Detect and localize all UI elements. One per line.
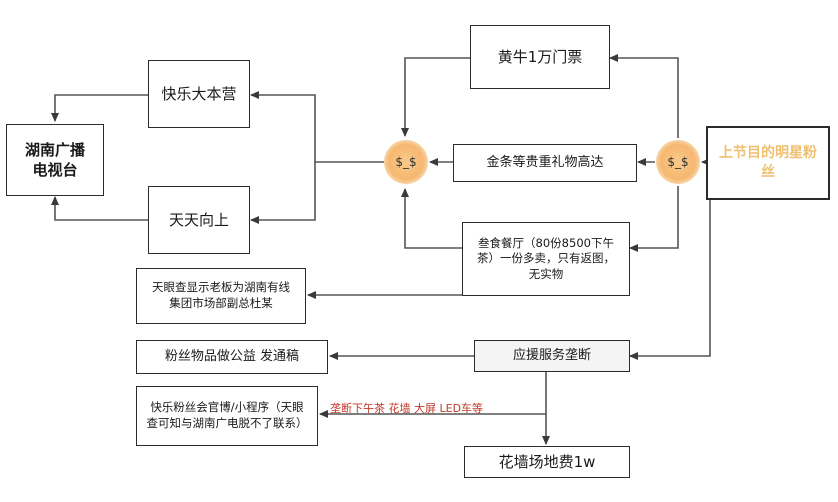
node-day-day-up: 天天向上 [148,186,250,254]
arrow-restaurant-to-coin [401,188,462,249]
node-happy-camp: 快乐大本营 [148,60,250,128]
arrow-scalper-to-coin [401,57,470,137]
arrow-coin-to-happy-camp [250,91,384,163]
node-hunan-tv: 湖南广播 电视台 [6,124,104,196]
coin-left: $_$ [384,140,428,184]
node-support-monopoly: 应援服务垄断 [474,340,630,372]
arrow-happy-camp-to-hunan [51,94,148,122]
arrow-dayup-to-hunan [51,196,148,221]
arrow-coin-to-restaurant [629,186,679,252]
node-gold-bar: 金条等贵重礼物高达 [453,144,637,182]
node-fan-charity: 粉丝物品做公益 发通稿 [136,340,328,374]
node-flower-wall-fee: 花墙场地费1w [464,446,630,478]
arrow-coin-to-dayup [250,162,316,224]
coin-right: $_$ [656,140,700,184]
node-restaurant: 叁食餐厅（80份8500下午茶）一份多卖，只有返图，无实物 [462,222,630,296]
arrow-fans-to-monopoly [629,200,711,360]
node-happy-fan-club: 快乐粉丝会官博/小程序（天眼查可知与湖南广电脱不了联系） [136,386,318,446]
node-star-fans: 上节目的明星粉丝 [706,126,830,200]
arrow-coin-to-scalper [609,54,679,138]
node-tianyancha-boss: 天眼查显示老板为湖南有线集团市场部副总杜某 [136,268,306,324]
node-scalper-ticket: 黄牛1万门票 [470,25,610,89]
edge-label-monopoly-items: 垄断下午茶 花墙 大屏 LED车等 [330,402,484,415]
